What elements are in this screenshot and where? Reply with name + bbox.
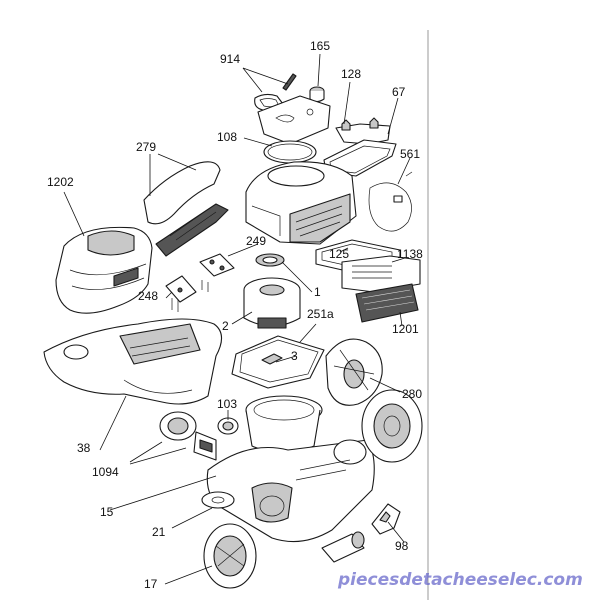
label-17: 17 <box>144 577 158 591</box>
part-128-latch <box>335 117 391 145</box>
part-dust-container <box>245 395 323 454</box>
label-3: 3 <box>291 349 298 363</box>
part-upper-housing <box>245 161 357 245</box>
label-38: 38 <box>77 441 91 455</box>
part-top-cover-plate <box>257 95 331 145</box>
part-279-handle <box>143 161 229 257</box>
part-nozzle <box>321 531 365 563</box>
label-103: 103 <box>217 397 237 411</box>
part-17-wheel <box>203 523 257 589</box>
part-38-body-shell <box>43 318 223 405</box>
label-125: 125 <box>329 247 349 261</box>
label-1201: 1201 <box>392 322 419 336</box>
watermark-text: piecesdetacheeselec.com <box>337 570 583 590</box>
label-128: 128 <box>341 67 361 81</box>
part-15-base <box>206 439 375 543</box>
label-98: 98 <box>395 539 409 553</box>
part-165-cap <box>309 86 325 103</box>
part-2-motor <box>243 277 301 329</box>
part-rear-wheel <box>361 389 423 463</box>
part-1138-filter <box>341 255 421 293</box>
part-103-ring <box>217 417 239 435</box>
label-108: 108 <box>217 130 237 144</box>
label-165: 165 <box>310 39 330 53</box>
label-2: 2 <box>222 319 229 333</box>
part-21-disc <box>201 491 235 509</box>
part-108-gasket <box>263 140 317 164</box>
label-15: 15 <box>100 505 114 519</box>
part-1-ring <box>255 253 285 267</box>
label-279: 279 <box>136 140 156 154</box>
label-561: 561 <box>400 147 420 161</box>
label-1202: 1202 <box>47 175 74 189</box>
label-1138: 1138 <box>397 247 423 261</box>
part-248-clip <box>165 275 197 312</box>
label-280: 280 <box>402 387 422 401</box>
label-1: 1 <box>314 285 321 299</box>
part-249-clip <box>199 253 235 292</box>
label-914: 914 <box>220 52 240 66</box>
label-248: 248 <box>138 289 158 303</box>
label-67: 67 <box>392 85 406 99</box>
part-1202-hood <box>55 226 153 314</box>
part-1094-hose-connector <box>159 411 217 461</box>
part-labels: 914 165 128 67 108 561 279 1202 249 125 … <box>47 39 423 591</box>
part-98-latch <box>371 503 401 535</box>
leader-lines <box>63 53 411 585</box>
label-249: 249 <box>246 234 266 248</box>
part-251a-gasket <box>231 335 325 389</box>
part-280-wheel-cover <box>325 338 383 406</box>
label-251a: 251a <box>307 307 334 321</box>
label-1094: 1094 <box>92 465 119 479</box>
part-561-cord <box>368 171 413 232</box>
label-21: 21 <box>152 525 166 539</box>
part-1201-grille <box>355 283 419 323</box>
